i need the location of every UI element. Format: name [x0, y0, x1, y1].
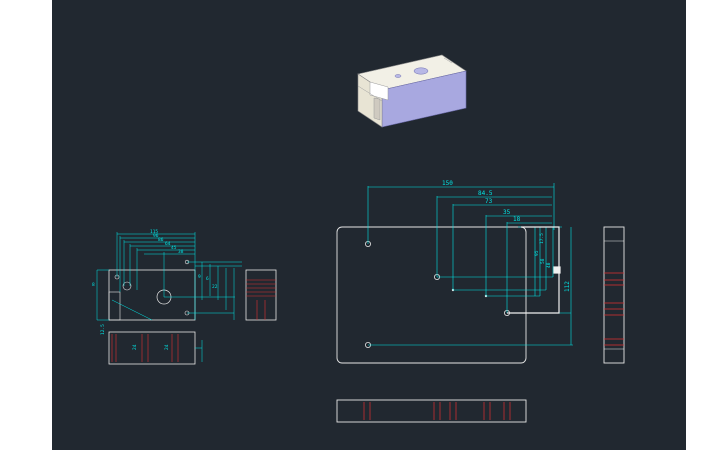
block-slot [373, 97, 381, 121]
selected-dimension[interactable] [507, 226, 561, 314]
dim-58: 58 [540, 258, 546, 264]
sv-dim-6: 6 [206, 276, 209, 282]
sv-dim-24-b: 24 [164, 344, 170, 350]
sv-dim-38: 38 [178, 249, 184, 255]
small-front-view[interactable]: 115 96 86 64 45 38 9 6 8 22 12.5 [92, 229, 242, 335]
dim-112: 112 [564, 281, 571, 292]
block-step-notch [369, 81, 389, 101]
small-side-view[interactable] [245, 269, 277, 321]
dim-95: 95 [534, 250, 540, 256]
dim-73: 73 [485, 198, 493, 205]
bottom-view[interactable] [336, 399, 527, 423]
dim-35: 35 [503, 209, 511, 216]
sv-dim-9: 9 [198, 274, 201, 280]
sv-dim-96: 96 [153, 233, 159, 239]
dim-84-5: 84.5 [478, 190, 493, 197]
sv-dim-12-5: 12.5 [100, 324, 106, 335]
small-bottom-view[interactable]: 24 24 [108, 331, 203, 365]
sv-dim-45: 45 [171, 245, 177, 251]
isometric-block [357, 54, 467, 128]
cad-drawing-canvas[interactable]: 150 84.5 73 35 18 112 17.5 95 58 40 [52, 0, 686, 450]
sv-dim-8: 8 [92, 282, 95, 288]
sv-dim-86: 86 [158, 237, 164, 243]
dim-18: 18 [513, 216, 521, 223]
sv-dim-22: 22 [212, 284, 218, 290]
plate-outline [336, 226, 527, 364]
sv-dim-64: 64 [165, 241, 171, 247]
main-plan-view[interactable]: 150 84.5 73 35 18 112 17.5 95 58 40 [336, 180, 573, 364]
drawing-svg[interactable]: 150 84.5 73 35 18 112 17.5 95 58 40 [52, 0, 686, 450]
main-dimensions [367, 183, 573, 346]
dim-150: 150 [442, 180, 453, 187]
dim-17-5: 17.5 [539, 233, 545, 244]
block-hole-large [413, 67, 429, 75]
dim-40: 40 [546, 262, 552, 268]
sv-dim-115: 115 [150, 229, 158, 235]
sv-dim-24-a: 24 [132, 344, 138, 350]
side-view-right[interactable] [603, 226, 625, 364]
block-hole-small [394, 74, 402, 78]
